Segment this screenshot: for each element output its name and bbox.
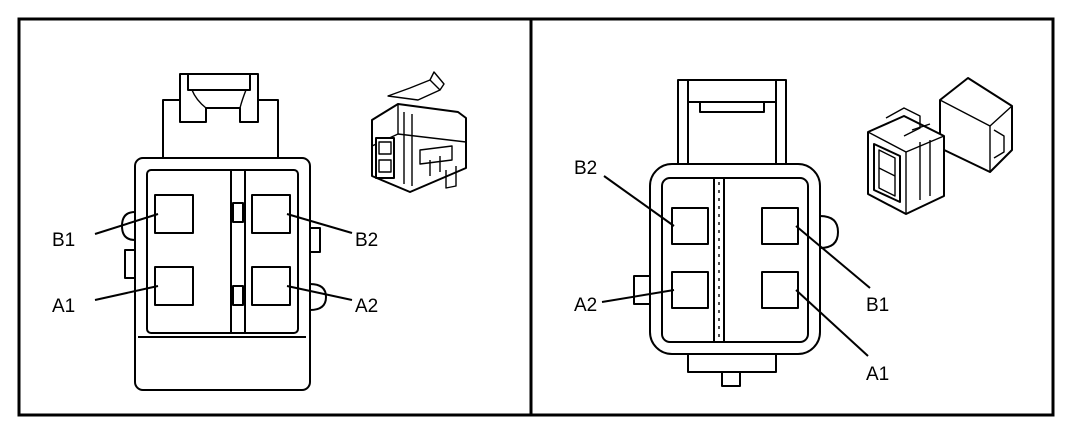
right-cavity-a2 xyxy=(671,271,709,309)
left-cavity-a2 xyxy=(251,266,291,306)
leader-line xyxy=(603,175,675,227)
pin-label: A2 xyxy=(355,296,378,317)
leader-line xyxy=(286,285,353,301)
right-connector-isometric xyxy=(867,77,1013,215)
pin-label: B2 xyxy=(355,230,378,251)
right-cavity-a1 xyxy=(761,271,799,309)
leader-line xyxy=(795,225,871,289)
right-cavity-b2 xyxy=(671,207,709,245)
leader-line xyxy=(601,289,675,303)
pin-label: A2 xyxy=(574,295,597,316)
right-panel: B2 A2 B1 A1 xyxy=(574,77,1013,387)
diagram-frame xyxy=(17,17,1055,417)
left-cavity-b1 xyxy=(154,194,194,234)
left-connector-face xyxy=(121,73,327,391)
pin-label: B1 xyxy=(52,230,75,251)
leader-line xyxy=(94,285,159,301)
pin-label: B2 xyxy=(574,158,597,179)
leader-line xyxy=(286,213,353,234)
left-cavity-b2 xyxy=(251,194,291,234)
leader-line xyxy=(94,213,159,235)
left-panel: B1 B2 A1 A2 xyxy=(52,71,467,391)
pin-label: A1 xyxy=(866,364,889,385)
pin-label: A1 xyxy=(52,296,75,317)
left-cavity-a1 xyxy=(154,266,194,306)
pin-label: B1 xyxy=(866,295,889,316)
leader-line xyxy=(795,289,869,357)
right-cavity-b1 xyxy=(761,207,799,245)
left-connector-isometric xyxy=(371,71,467,193)
right-connector-face xyxy=(633,79,839,387)
